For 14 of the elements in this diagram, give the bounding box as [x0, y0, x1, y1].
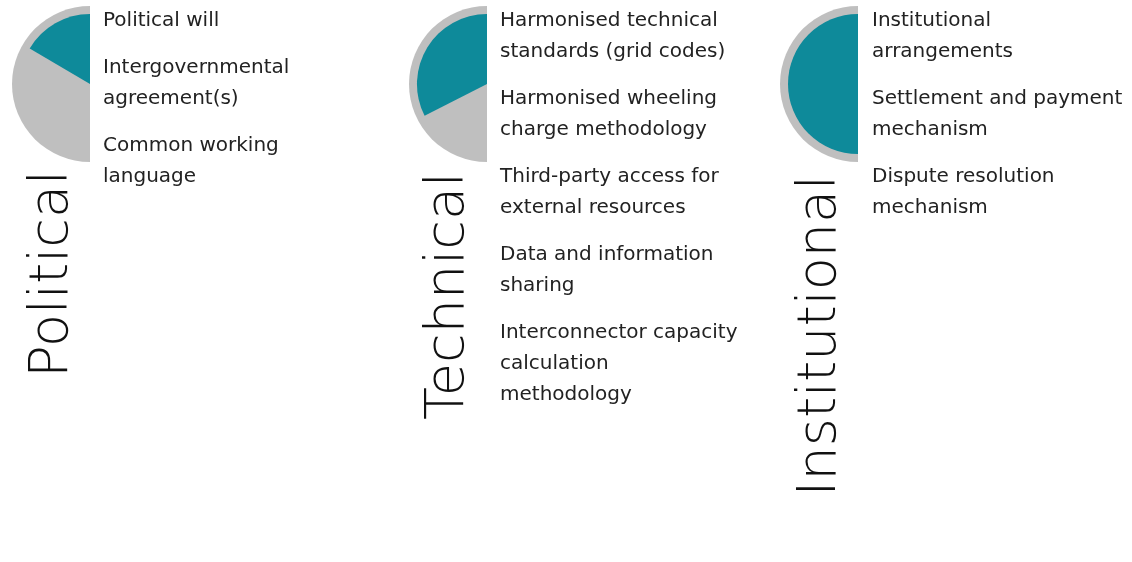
column-heading: Political: [22, 170, 76, 378]
list-item: Dispute resolution mechanism: [872, 162, 1056, 220]
column-heading: Institutional: [790, 175, 844, 497]
list-item: Interconnector capacity calculation methodology: [500, 318, 739, 407]
list-item: Harmonised wheeling charge methodology: [500, 84, 719, 142]
list-item: Common working language: [103, 131, 280, 189]
list-item: Institutional arrangements: [872, 6, 1014, 64]
list-item: Settlement and payment mechanism: [872, 84, 1124, 142]
list-item: Harmonised technical standards (grid codes): [500, 6, 727, 64]
column-heading: Technical: [418, 172, 472, 420]
list-item: Data and information sharing: [500, 240, 715, 298]
list-item: Intergovernmental agreement(s): [103, 53, 291, 111]
list-item: Political will: [103, 6, 221, 33]
list-item: Third-party access for external resources: [500, 162, 720, 220]
